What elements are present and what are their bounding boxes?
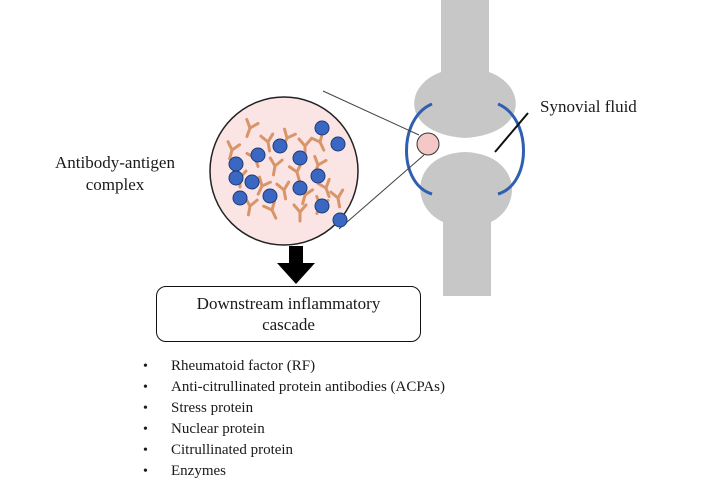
- cascade-line2: cascade: [262, 315, 315, 334]
- antigen-dot: [314, 198, 330, 214]
- inflammatory-cascade-box: Downstream inflammatory cascade: [156, 286, 421, 342]
- antigen-dot: [262, 188, 278, 204]
- factor-list: Rheumatoid factor (RF) Anti-citrullinate…: [143, 356, 445, 482]
- antigen-dot: [244, 174, 260, 190]
- antibody-icon: [262, 199, 278, 220]
- lower-bone: [420, 152, 512, 296]
- synovial-fluid-label: Synovial fluid: [540, 97, 637, 116]
- antigen-dot: [292, 150, 308, 166]
- antibody-antigen-complex-label: Antibody-antigen complex: [40, 152, 190, 196]
- antibody-icon: [275, 180, 291, 201]
- antigen-dot: [250, 147, 266, 163]
- antibody-icon: [256, 175, 272, 196]
- factor-item: Anti-citrullinated protein antibodies (A…: [143, 377, 445, 398]
- antigen-dot: [228, 156, 244, 172]
- cascade-line1: Downstream inflammatory: [196, 294, 381, 313]
- antigen-dot: [332, 212, 348, 228]
- antibody-icon: [329, 188, 345, 209]
- upper-bone: [414, 0, 516, 138]
- antibody-icon: [245, 117, 260, 138]
- complex-label-line2: complex: [85, 175, 145, 194]
- antigen-dot: [272, 138, 288, 154]
- antibody-icon: [226, 140, 242, 161]
- synovial-pointer: [494, 112, 529, 153]
- antibody-icon: [268, 156, 284, 177]
- complex-label-line1: Antibody-antigen: [55, 153, 175, 172]
- antibody-icon: [316, 177, 331, 198]
- antigen-dot: [228, 170, 244, 186]
- zoom-line: [322, 90, 420, 136]
- factor-item: Rheumatoid factor (RF): [143, 356, 445, 377]
- antigen-dot: [314, 120, 330, 136]
- factor-item: Stress protein: [143, 398, 445, 419]
- antigen-dot: [232, 190, 248, 206]
- antigen-dot: [330, 136, 346, 152]
- joint-capsule: [405, 102, 433, 196]
- antigen-dot: [310, 168, 326, 184]
- factor-item: Nuclear protein: [143, 419, 445, 440]
- zoom-line: [338, 154, 425, 230]
- antigen-dot: [292, 180, 308, 196]
- factor-item: Citrullinated protein: [143, 440, 445, 461]
- joint-capsule: [497, 102, 525, 196]
- down-arrow: [277, 246, 315, 284]
- antibody-icon: [292, 203, 308, 223]
- antibody-icon: [259, 132, 275, 153]
- factor-item: Enzymes: [143, 461, 445, 482]
- joint-highlight-circle: [416, 132, 440, 156]
